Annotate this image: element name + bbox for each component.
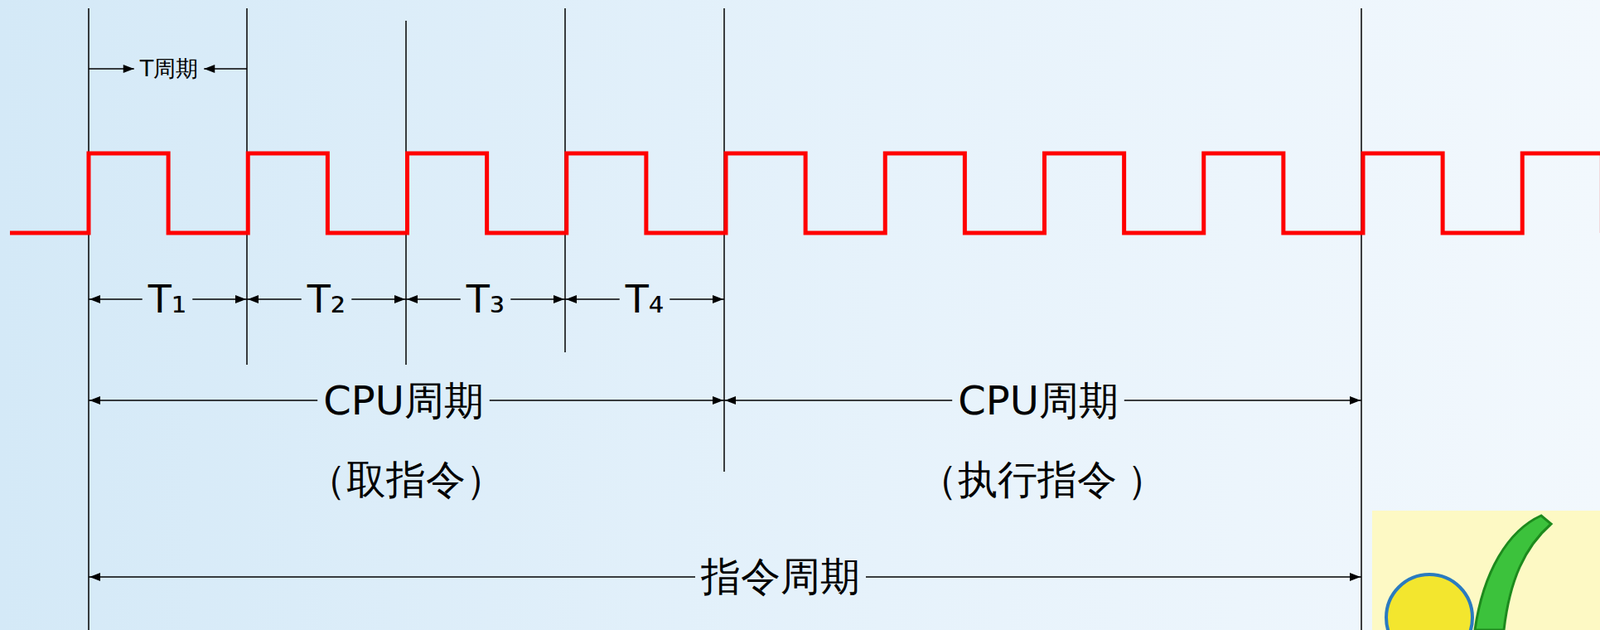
arrow-line xyxy=(489,399,725,402)
logo-swoosh xyxy=(1474,515,1552,630)
arrow-line xyxy=(88,575,696,578)
arrow-line xyxy=(724,399,953,402)
arrow-head xyxy=(89,396,101,405)
arrow-head xyxy=(725,396,736,405)
cycle-note: （执行指令 ） xyxy=(918,458,1167,503)
arrow-line xyxy=(88,399,318,402)
cycle-label: 指令周期 xyxy=(700,555,861,600)
cycle-label: CPU周期 xyxy=(323,378,484,423)
arrow-head xyxy=(89,572,101,581)
arrow-head xyxy=(1349,396,1361,405)
cycle-note: （取指令） xyxy=(306,458,506,503)
arrow-head xyxy=(247,294,259,304)
logo xyxy=(1372,510,1600,630)
state-label: T₄ xyxy=(625,278,665,321)
arrow-head xyxy=(712,396,724,405)
arrow-head xyxy=(406,294,418,304)
arrow-head xyxy=(89,294,101,304)
period-label: T周期 xyxy=(140,56,199,82)
arrow-head xyxy=(553,294,565,304)
arrow-line xyxy=(865,575,1362,578)
arrow-head xyxy=(1349,572,1361,581)
clock-waveform xyxy=(9,153,1600,233)
arrow-head xyxy=(235,294,247,304)
state-label: T₃ xyxy=(466,278,506,321)
boundary-line xyxy=(87,8,90,630)
boundary-line xyxy=(723,8,726,472)
arrow-line xyxy=(1124,399,1362,402)
cycle-label: CPU周期 xyxy=(957,378,1119,423)
state-label: T₂ xyxy=(307,278,347,321)
arrow-head xyxy=(565,294,577,304)
arrow-head xyxy=(394,294,406,304)
arrow-head xyxy=(203,64,215,73)
arrow-head xyxy=(712,294,724,304)
boundary-lines xyxy=(88,8,1362,630)
logo-circle xyxy=(1386,574,1473,630)
boundary-line xyxy=(1360,8,1363,630)
arrow-head xyxy=(123,64,135,73)
state-label: T₁ xyxy=(148,278,188,321)
